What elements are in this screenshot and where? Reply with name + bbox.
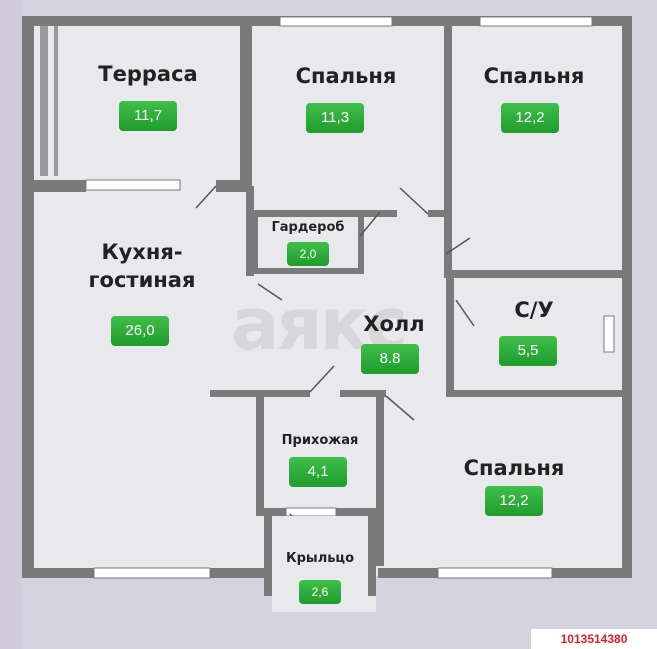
- area-badge-bedroom-1: 11,3: [306, 103, 364, 133]
- room-label-hallway: Прихожая: [281, 433, 359, 448]
- area-badge-bathroom: 5,5: [499, 336, 557, 366]
- room-label-bathroom: С/У: [514, 298, 554, 322]
- area-badge-hallway: 4,1: [289, 457, 347, 487]
- area-badge-bedroom-2: 12,2: [501, 103, 559, 133]
- room-label-bedroom-1: Спальня: [295, 64, 397, 88]
- room-label-kitchen-living: Кухня- гостиная: [88, 240, 196, 293]
- area-badge-terrace: 11,7: [119, 101, 177, 131]
- area-badge-porch: 2,6: [299, 580, 341, 604]
- area-badge-hall: 8.8: [361, 344, 419, 374]
- room-label-porch: Крыльцо: [286, 551, 354, 566]
- area-badge-kitchen-living: 26,0: [111, 316, 169, 346]
- room-label-bedroom-2: Спальня: [483, 64, 585, 88]
- room-label-bedroom-3: Спальня: [463, 456, 565, 480]
- area-badge-bedroom-3: 12,2: [485, 486, 543, 516]
- area-badge-closet: 2,0: [287, 242, 329, 266]
- room-label-closet: Гардероб: [271, 220, 345, 235]
- room-label-hall: Холл: [363, 312, 425, 336]
- listing-id-label: 1013514380: [531, 629, 657, 649]
- room-label-terrace: Терраса: [98, 62, 198, 86]
